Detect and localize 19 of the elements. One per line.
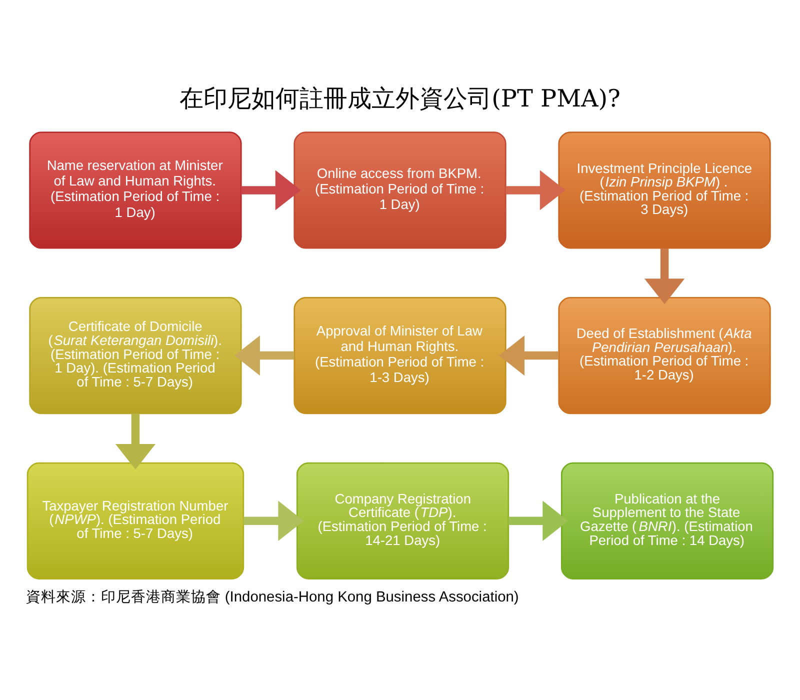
node-box: Investment Principle Licence (Izin Prinsip BKPM) . (Estimation Period of Time : 3 Days) — [558, 131, 771, 248]
node-box: Taxpayer Registration Number (NPWP). (Estimation Period of Time : 5-7 Days) — [26, 462, 244, 579]
arrow — [498, 334, 559, 376]
node-box: Online access from BKPM. (Estimation Period of Time : 1 Day) — [294, 131, 506, 248]
arrow — [508, 500, 568, 540]
arrow — [644, 248, 685, 304]
arrow — [244, 500, 304, 540]
node-box: Company Registration Certificate (TDP). (Estimation Period of Time : 14-21 Days) — [296, 462, 510, 579]
node-box: Deed of Establishment (Akta Pendirian Perusahaan). (Estimation Period of Time : 1-2 Days) — [558, 296, 771, 414]
node-box: Certificate of Domicile (Surat Keterangan Domisili). (Estimation Period of Time : 1 Day). (Estimation Period of Time : 5-7 Days) — [29, 296, 242, 414]
node-box: Publication at the Supplement to the State Gazette (BNRI). (Estimation Period of Time : 14 Days) — [560, 462, 774, 579]
arrow — [506, 170, 566, 210]
diagram-title: 在印尼如何註冊成立外資公司(PT PMA)? — [180, 84, 620, 112]
node-box: Name reservation at Minister of Law and Human Rights. (Estimation Period of Time : 1 Day) — [29, 131, 242, 248]
arrow — [234, 334, 294, 376]
arrow — [115, 413, 156, 469]
arrow — [241, 170, 301, 210]
caption: 資料來源：印尼香港商業協會 (Indonesia-Hong Kong Business Association) — [26, 589, 519, 606]
node-box: Approval of Minister of Law and Human Rights. (Estimation Period of Time : 1-3 Days) — [294, 296, 506, 414]
